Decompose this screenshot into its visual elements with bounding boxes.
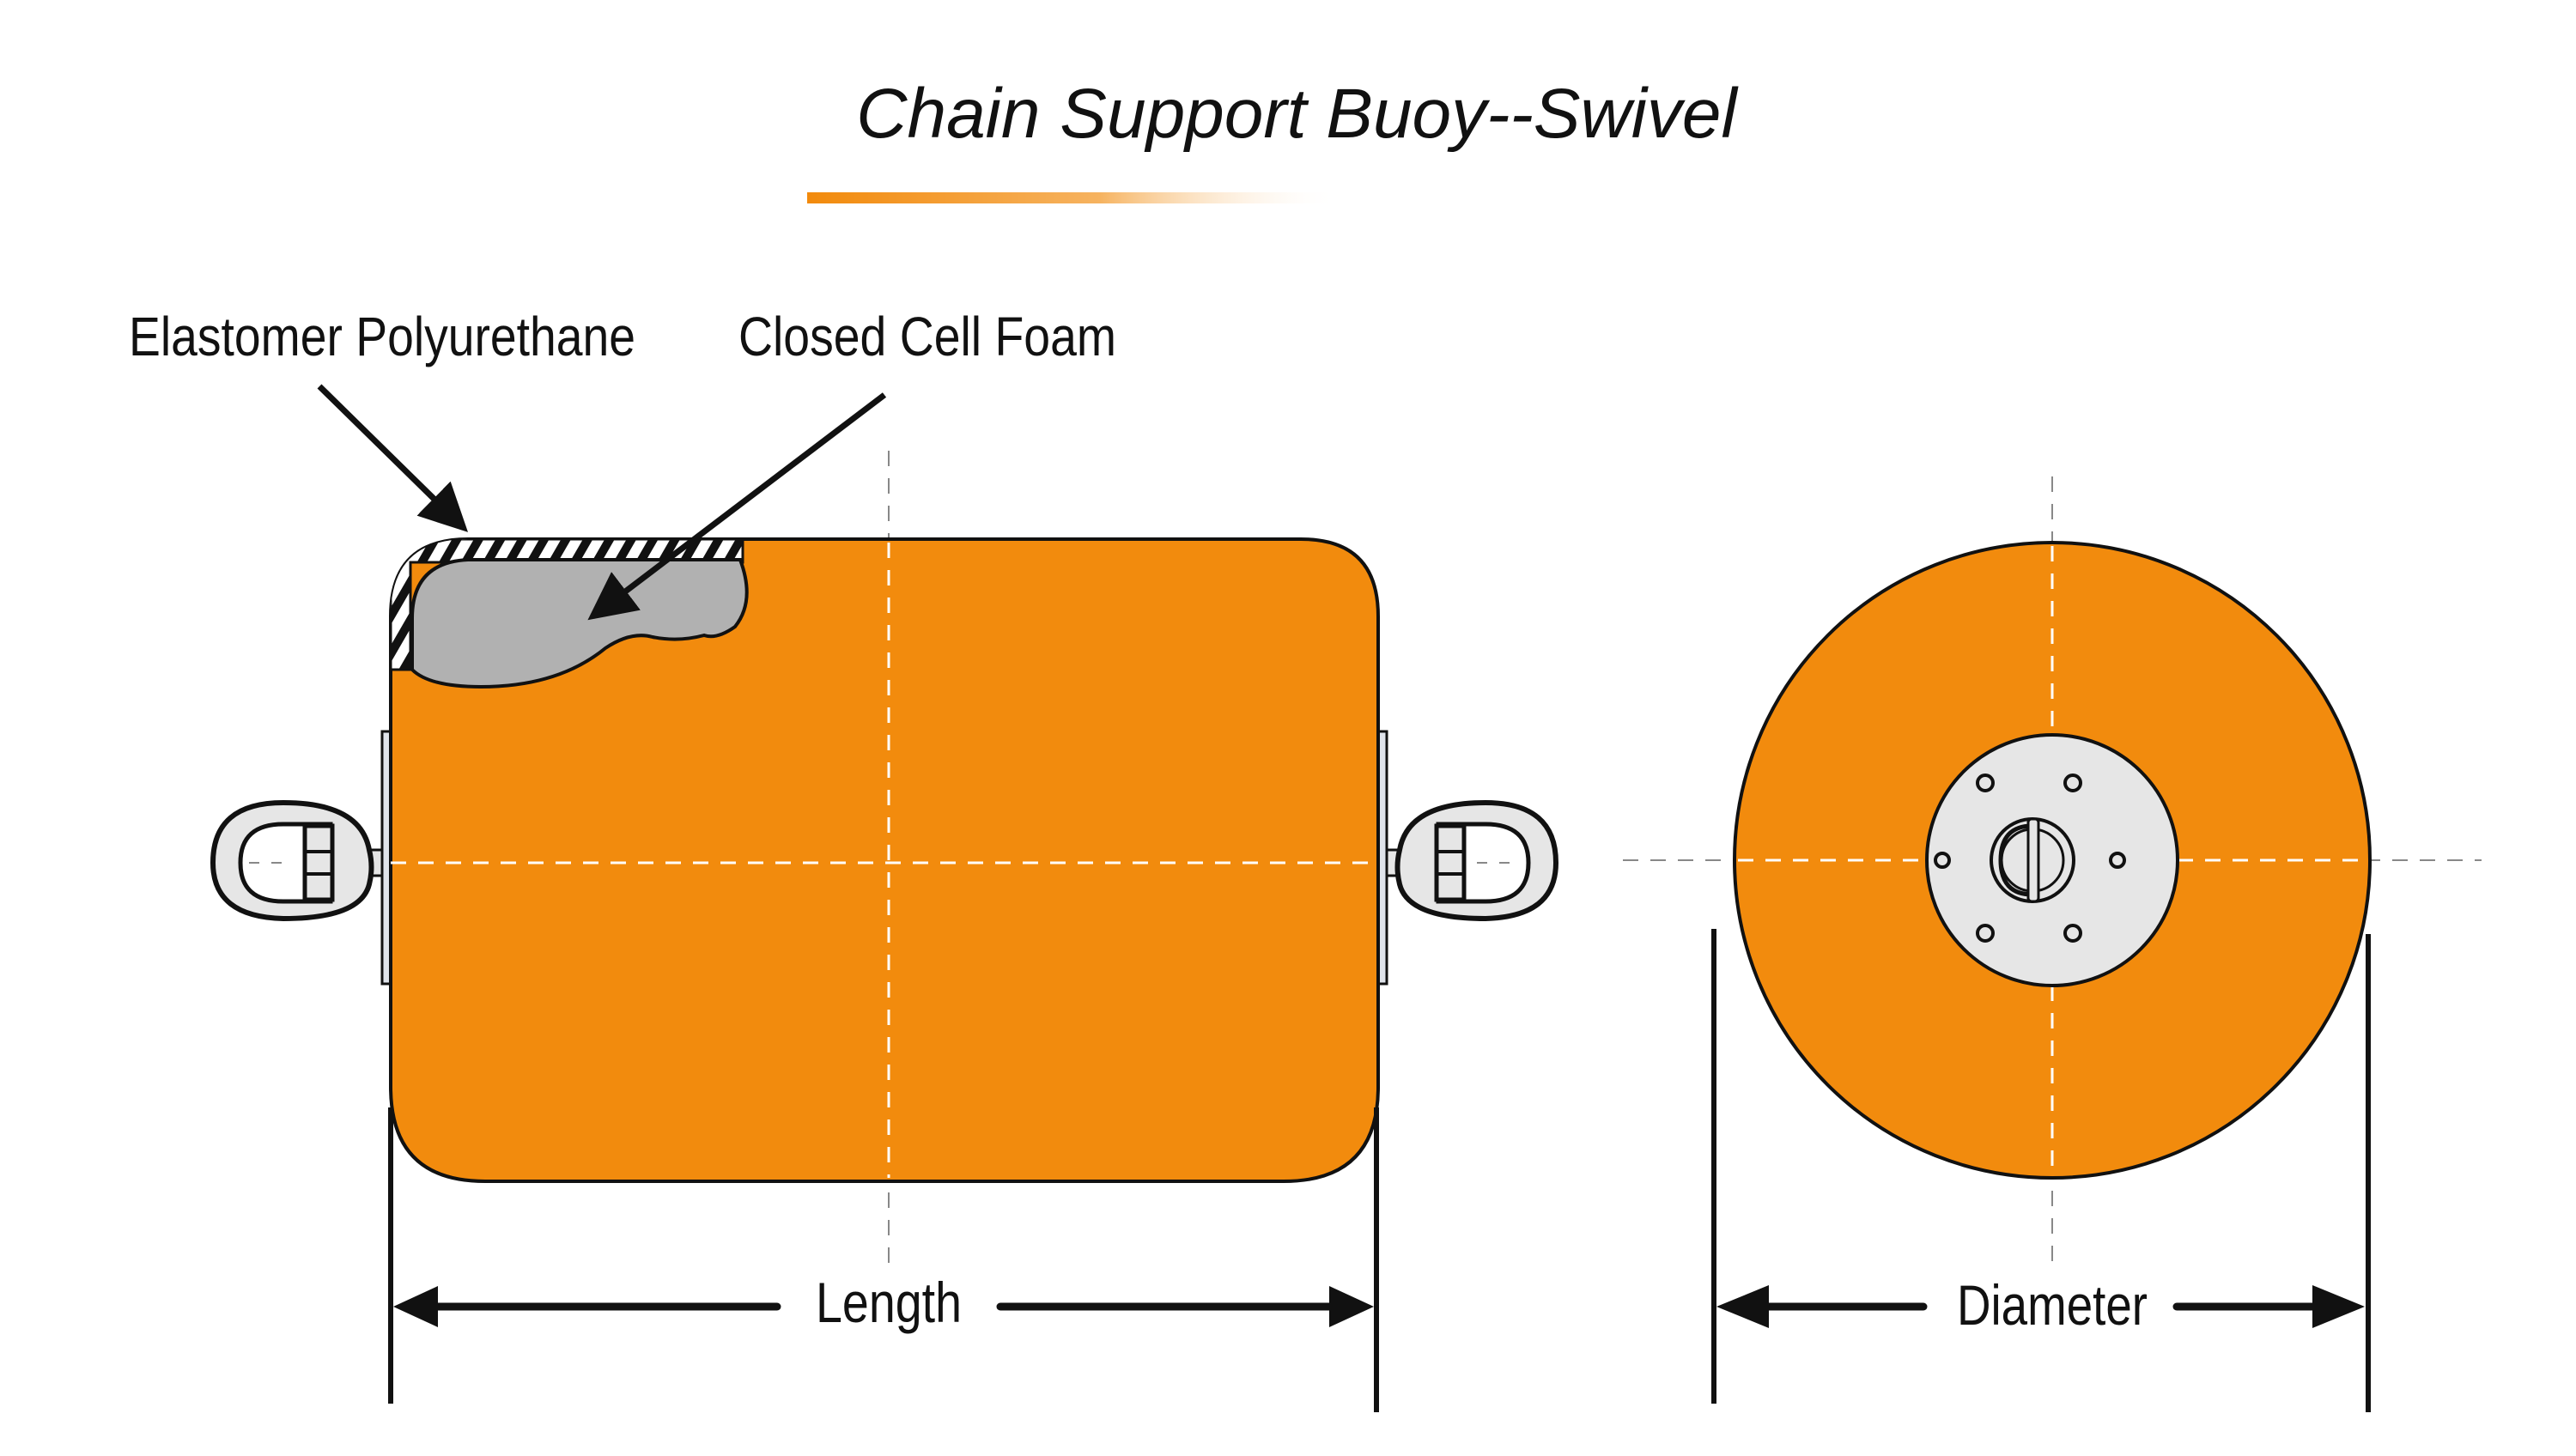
elastomer-shell-hatch	[391, 539, 744, 671]
swivel-hub	[1925, 733, 2179, 987]
length-dimension-arrow	[393, 1286, 1374, 1327]
left-swivel-shackle	[210, 799, 384, 922]
callout-arrow-shell	[317, 384, 468, 532]
bolt-hole	[2063, 774, 2082, 792]
swivel-eye	[1990, 817, 2075, 903]
diameter-dimension-arrow	[1716, 1285, 2365, 1328]
bolt-hole	[1976, 774, 1995, 792]
right-swivel-shackle	[1385, 799, 1559, 922]
side-view: Length	[210, 384, 1559, 1412]
bolt-hole	[2063, 924, 2082, 943]
label-elastomer-polyurethane: Elastomer Polyurethane	[129, 306, 635, 367]
length-label: Length	[816, 1271, 962, 1334]
end-view: Diameter	[1623, 476, 2482, 1412]
callout-arrow-foam	[587, 392, 887, 621]
closed-cell-foam	[410, 558, 749, 689]
diameter-label: Diameter	[1957, 1273, 2148, 1337]
cutaway-section	[391, 539, 749, 689]
title-underline	[807, 192, 1340, 203]
label-closed-cell-foam: Closed Cell Foam	[738, 306, 1116, 367]
bolt-hole	[2109, 852, 2126, 869]
diagram-title: Chain Support Buoy--Swivel	[856, 75, 1739, 153]
bolt-holes	[1934, 774, 2126, 943]
bolt-hole	[1934, 852, 1951, 869]
bolt-hole	[1976, 924, 1995, 943]
